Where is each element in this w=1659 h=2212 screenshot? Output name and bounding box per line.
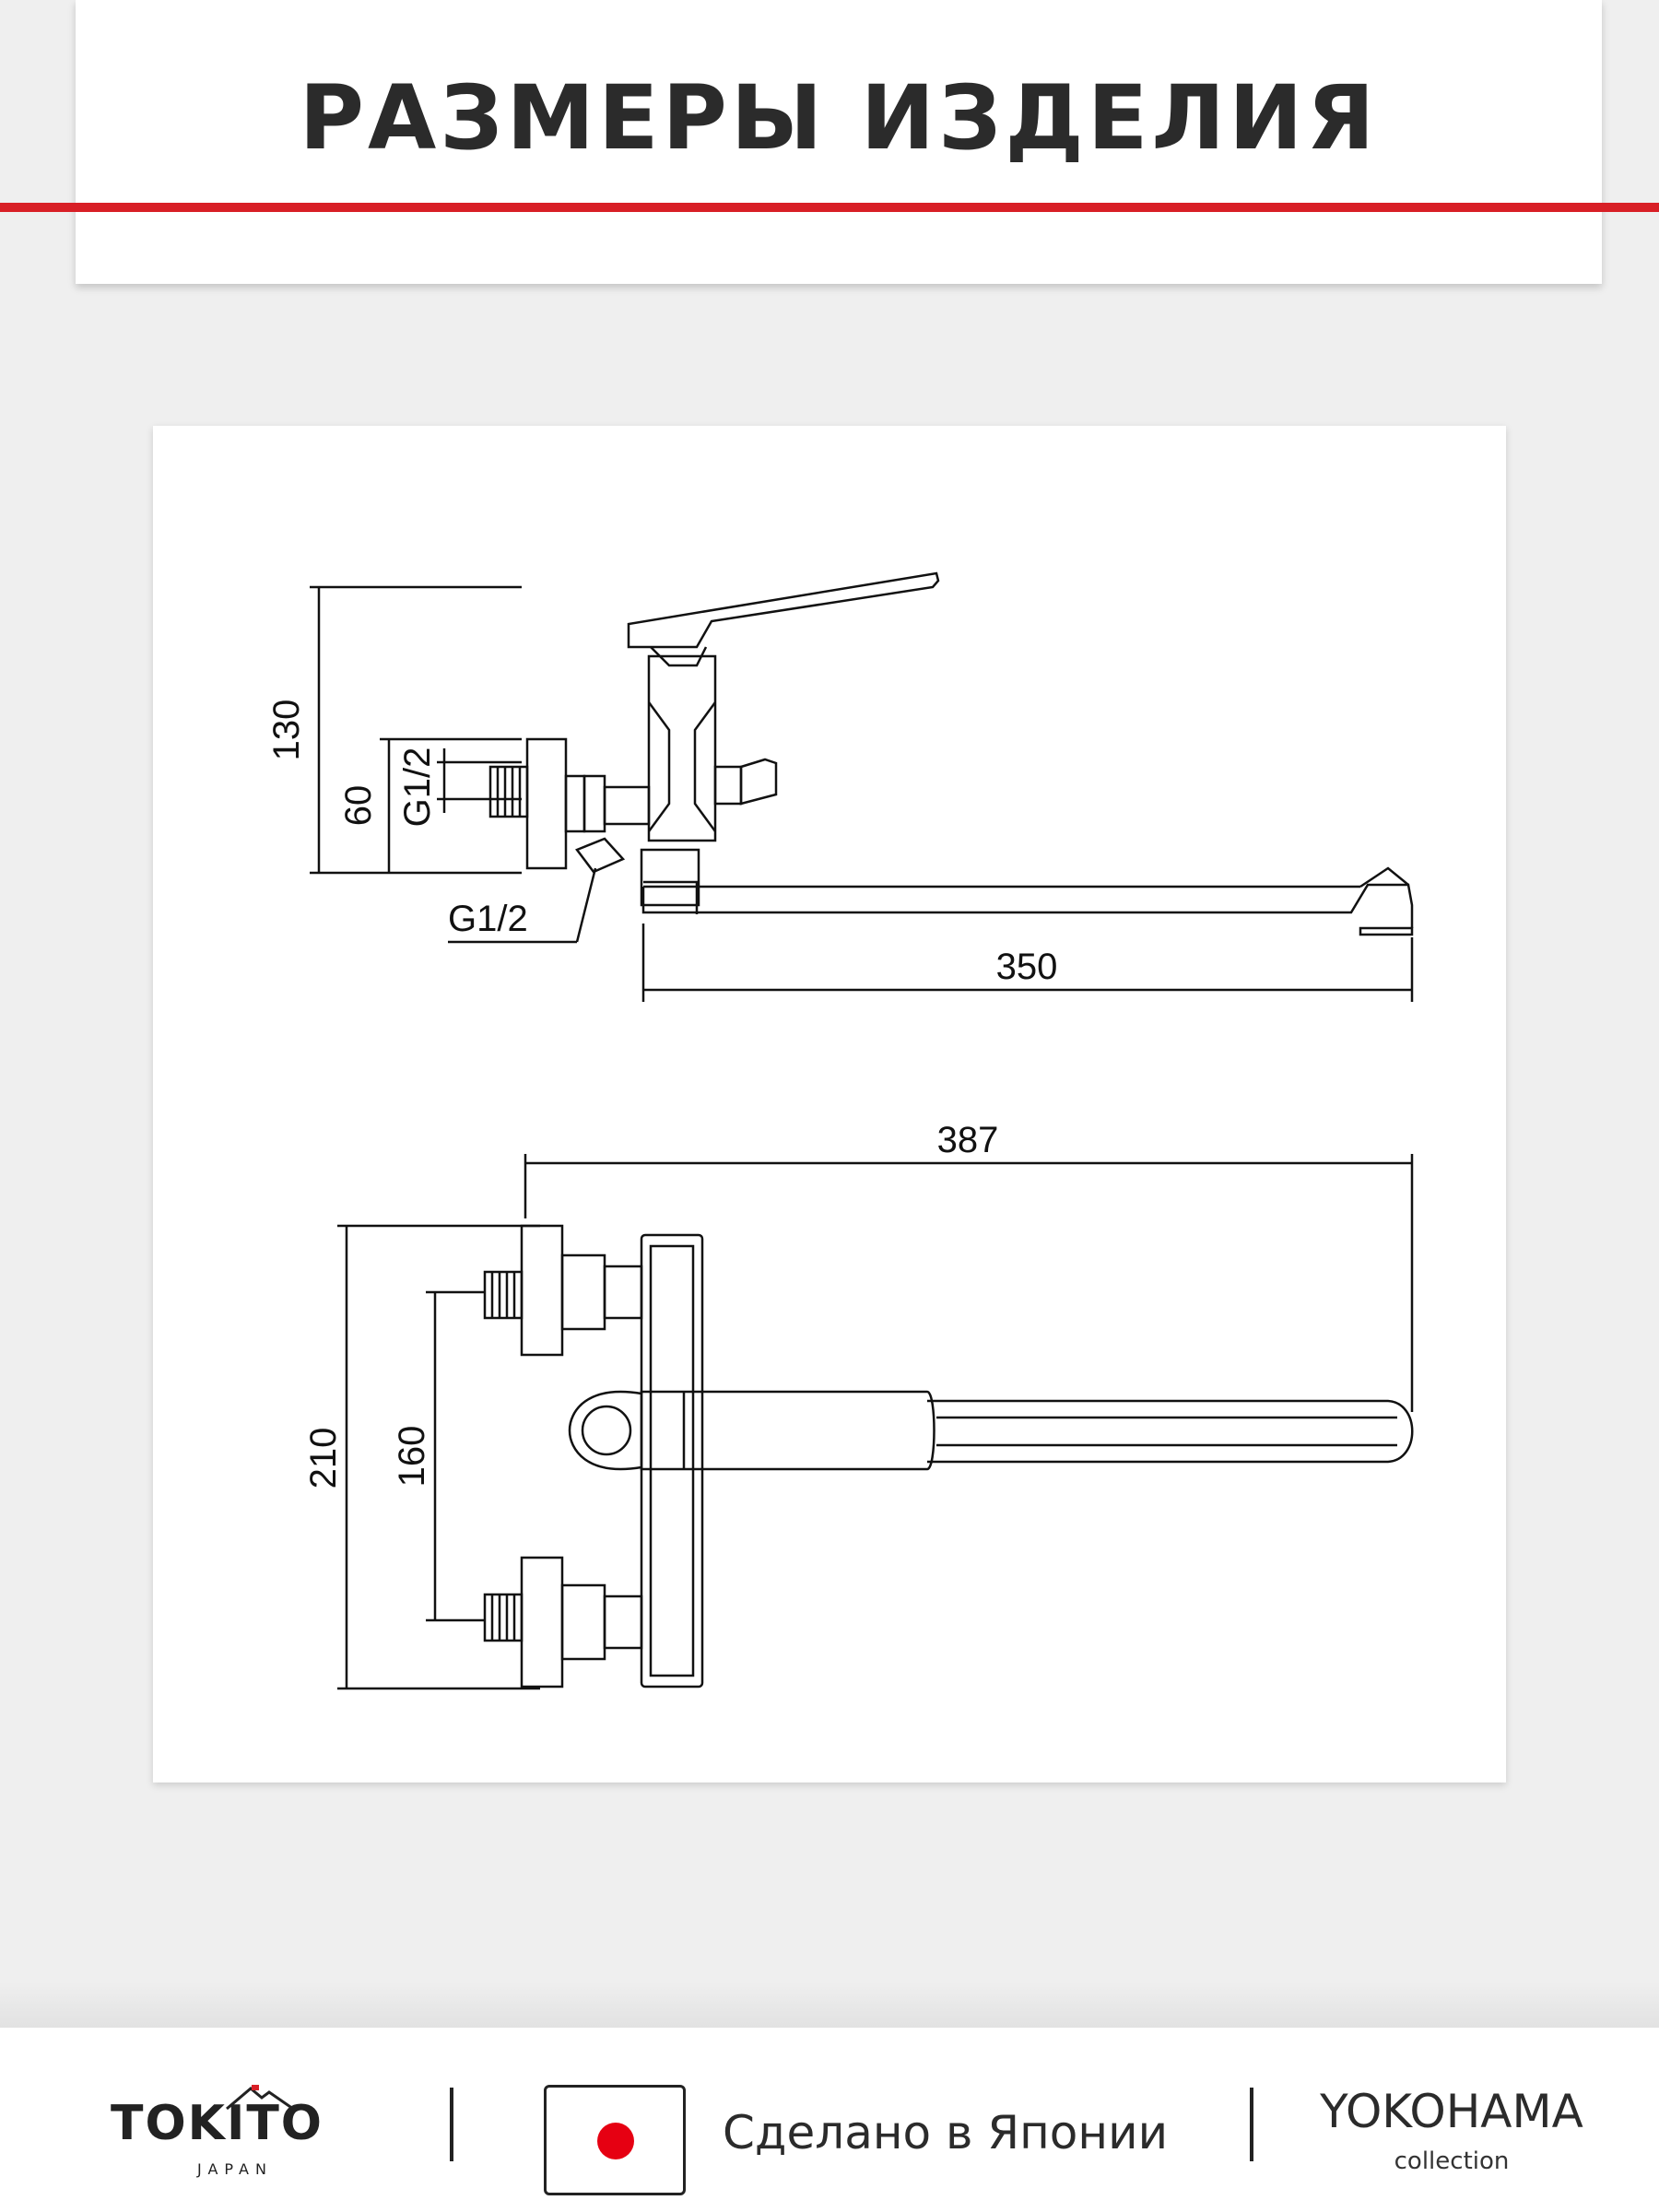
dim-thread-outlet: G1/2 — [448, 899, 528, 939]
brand-sub: JAPAN — [197, 2160, 273, 2178]
japan-flag-icon — [544, 2085, 686, 2195]
side-view-drawing — [310, 571, 1414, 1002]
page-title: РАЗМЕРЫ ИЗДЕЛИЯ — [299, 66, 1379, 170]
dim-spout-350: 350 — [996, 947, 1058, 987]
dimension-labels: 130 60 G1/2 G1/2 350 387 210 160 — [266, 700, 1057, 1489]
footer-bar: TOKITO JAPAN Сделано в Японии YOKOHAMA c… — [0, 2028, 1659, 2212]
dim-center-160: 160 — [392, 1426, 432, 1488]
brand-name: TOKITO — [111, 2096, 324, 2151]
technical-drawing: 130 60 G1/2 G1/2 350 387 210 160 — [266, 571, 1414, 1690]
footer-divider — [450, 2088, 453, 2161]
made-in-label: Сделано в Японии — [723, 2106, 1169, 2159]
dim-height-130: 130 — [266, 700, 307, 761]
dim-length-387: 387 — [937, 1120, 999, 1160]
dim-thread-inlet: G1/2 — [397, 747, 438, 828]
flag-circle — [597, 2123, 634, 2159]
collection-name: YOKOHAMA — [1320, 2085, 1583, 2138]
top-view-drawing — [337, 1154, 1414, 1690]
dim-inlet-60: 60 — [338, 785, 379, 827]
footer-fade — [0, 1982, 1659, 2028]
mountain-icon — [226, 2085, 294, 2111]
dim-width-210: 210 — [303, 1428, 344, 1489]
accent-divider — [0, 203, 1659, 212]
technical-drawing-card: 130 60 G1/2 G1/2 350 387 210 160 — [153, 426, 1506, 1783]
header-card: РАЗМЕРЫ ИЗДЕЛИЯ — [76, 0, 1602, 284]
footer-divider — [1250, 2088, 1253, 2161]
tokito-logo: TOKITO JAPAN — [111, 2083, 369, 2184]
collection-label: collection — [1394, 2147, 1510, 2175]
